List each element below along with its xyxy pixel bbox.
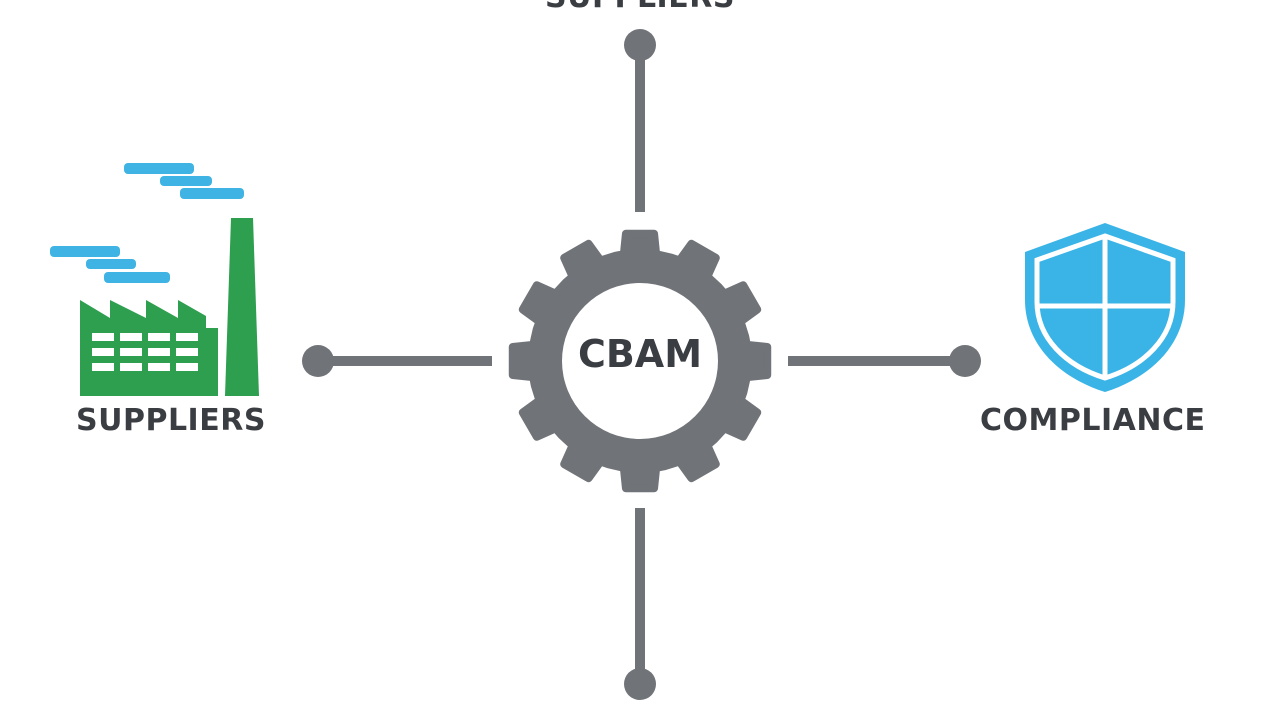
- node-top-label: SUPPLIERS: [545, 0, 735, 15]
- hub-label: CBAM: [577, 332, 703, 376]
- shield-icon: [1025, 223, 1185, 392]
- smoke-icon: [50, 163, 244, 283]
- factory-windows: [92, 333, 198, 371]
- connector-bottom-endpoint: [624, 668, 656, 700]
- connector-top-endpoint: [624, 29, 656, 61]
- connector-left-endpoint: [302, 345, 334, 377]
- node-left-label: SUPPLIERS: [76, 403, 266, 438]
- node-right-label: COMPLIANCE: [980, 403, 1206, 438]
- connector-right-endpoint: [949, 345, 981, 377]
- connector-bottom: [624, 508, 656, 700]
- connector-left: [302, 345, 492, 377]
- connector-top: [624, 29, 656, 212]
- connector-right: [788, 345, 981, 377]
- gear-icon: [508, 229, 772, 493]
- factory-icon: [50, 163, 259, 396]
